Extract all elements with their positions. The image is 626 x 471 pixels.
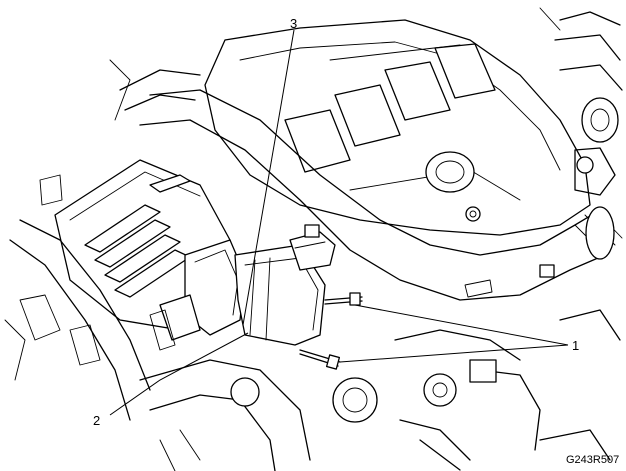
bolts — [299, 292, 363, 370]
upper-left-hose — [109, 59, 201, 121]
right-side-components — [539, 7, 623, 196]
engine-cover — [204, 19, 591, 236]
callout-1: 1 — [572, 338, 579, 353]
left-frame — [4, 174, 151, 421]
callout-3: 3 — [290, 16, 297, 31]
lower-components — [139, 309, 621, 471]
callout-2: 2 — [93, 413, 100, 428]
maf-sensor-assembly — [149, 224, 336, 351]
figure-id: G243R507 — [566, 454, 619, 466]
callout-leaders — [109, 29, 569, 416]
intake-duct — [139, 89, 623, 301]
